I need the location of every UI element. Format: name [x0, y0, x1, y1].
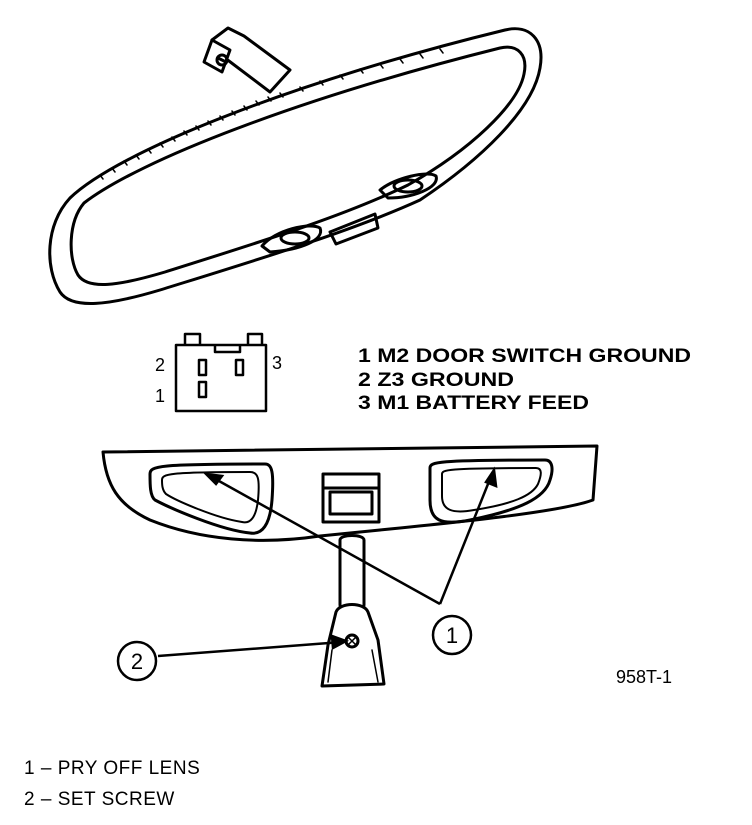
wiring-entry-2: 2 Z3 GROUND	[358, 370, 514, 391]
mirror-underside-view	[101, 444, 599, 688]
right-lens	[428, 458, 554, 524]
mirror-stem	[338, 534, 366, 612]
connector-pin-label-2: 2	[155, 355, 165, 375]
connector-pin-2	[197, 358, 208, 377]
mirror-edge-texture	[99, 48, 444, 180]
left-lens	[148, 462, 275, 535]
wiring-entry-3: 3 M1 BATTERY FEED	[358, 393, 589, 414]
legend-item-2: 2 – SET SCREW	[24, 789, 175, 810]
callout-leaders	[157, 466, 498, 658]
rearview-mirror-housing	[48, 26, 543, 306]
wiring-entry-1: 1 M2 DOOR SWITCH GROUND	[358, 346, 691, 367]
callout-1-label: 1	[446, 623, 458, 648]
callout-2-label: 2	[131, 649, 143, 674]
wire-connector	[174, 332, 268, 413]
figure-id: 958T-1	[616, 667, 672, 687]
callout-1: 1	[431, 614, 473, 656]
mirror-outer-shell	[48, 27, 543, 306]
mirror-mount-stem	[202, 26, 292, 94]
connector-pin-label-1: 1	[155, 386, 165, 406]
mirror-bottom-lamps	[260, 172, 438, 254]
connector-pin-label-3: 3	[272, 353, 282, 373]
mirror-inner-bezel	[69, 45, 527, 286]
center-switch	[321, 472, 381, 524]
windshield-mount	[320, 603, 386, 688]
wiring-legend: 1 M2 DOOR SWITCH GROUND 2 Z3 GROUND 3 M1…	[358, 346, 691, 414]
connector-pin-1	[197, 380, 208, 399]
legend-item-1: 1 – PRY OFF LENS	[24, 758, 201, 779]
callout-2: 2	[116, 640, 158, 682]
connector-pin-3	[234, 358, 245, 377]
